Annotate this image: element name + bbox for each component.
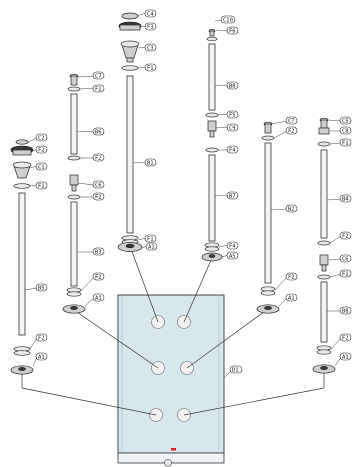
label-a1: A1 <box>288 296 295 302</box>
label-f1: F1 <box>342 272 349 278</box>
label-b1: B1 <box>147 161 154 167</box>
label-b6: B6 <box>95 130 102 136</box>
label-f2: F2 <box>342 336 349 342</box>
label-f2: F2 <box>95 87 102 93</box>
label-c8: C8 <box>342 129 349 135</box>
label-f3: F3 <box>147 25 154 31</box>
label-f2: F2 <box>95 156 102 162</box>
pipe-assembly-center-left: C4 F3 C3 F1 B1 F1 A1 <box>117 9 158 252</box>
pipe-assembly-far-left: C2 F2 C1 F1 B5 F2 A1 <box>10 133 48 375</box>
drain-valve <box>164 459 172 467</box>
label-a1: A1 <box>38 355 45 361</box>
label-f4: F4 <box>229 244 236 250</box>
label-f2: F2 <box>95 195 102 201</box>
label-f1: F1 <box>147 66 154 72</box>
label-b8: B8 <box>229 84 236 90</box>
label-c7: C7 <box>95 74 102 80</box>
tank-body <box>117 294 225 454</box>
label-c3: C3 <box>147 46 154 52</box>
label-c10: C10 <box>223 18 233 24</box>
label-f1: F1 <box>342 141 349 147</box>
tank-indicator-light <box>171 448 176 451</box>
connection-lines <box>21 245 325 416</box>
label-f5: F5 <box>229 113 236 119</box>
label-c4: C4 <box>147 12 154 18</box>
label-a1: A1 <box>148 245 155 251</box>
label-b3: B3 <box>95 250 102 256</box>
label-b8: B8 <box>342 309 349 315</box>
label-f1: F1 <box>38 184 45 190</box>
label-f6: F6 <box>229 29 236 35</box>
label-f2: F2 <box>38 148 45 154</box>
label-f2: F2 <box>288 275 295 281</box>
label-f4: F4 <box>229 148 236 154</box>
label-c6: C6 <box>95 183 102 189</box>
label-c7: C7 <box>288 119 295 125</box>
label-b4: B4 <box>342 197 349 203</box>
label-c1: C1 <box>38 165 45 171</box>
label-b2: B2 <box>288 207 295 213</box>
label-b5: B5 <box>38 286 45 292</box>
label-a5: A5 <box>229 254 236 260</box>
label-c2: C2 <box>38 136 45 142</box>
label-f2: F2 <box>342 234 349 240</box>
label-f2: F2 <box>95 275 102 281</box>
label-a1: A1 <box>342 355 349 361</box>
label-c5: C5 <box>342 119 349 125</box>
label-a1: A1 <box>95 296 102 302</box>
label-c6: C6 <box>342 257 349 263</box>
pipe-assembly-center-right: C10 F6 B8 F5 C9 F4 B7 F4 A5 <box>201 15 239 262</box>
tank: D1 <box>117 294 243 467</box>
pipe-assembly-right-center: C7 F2 B2 F2 A1 <box>256 116 298 314</box>
pipe-assembly-left-center: C7 F2 B6 F2 C6 F2 B3 F2 A1 <box>62 71 105 314</box>
pipe-assembly-far-right: C5 C8 F1 B4 F2 C6 F1 B8 F2 A1 <box>312 116 352 374</box>
label-c9: C9 <box>229 126 236 132</box>
label-f2: F2 <box>38 336 45 342</box>
label-f2: F2 <box>288 129 295 135</box>
label-b7: B7 <box>229 194 236 200</box>
label-f1: F1 <box>147 237 154 243</box>
label-d1: D1 <box>232 368 239 374</box>
